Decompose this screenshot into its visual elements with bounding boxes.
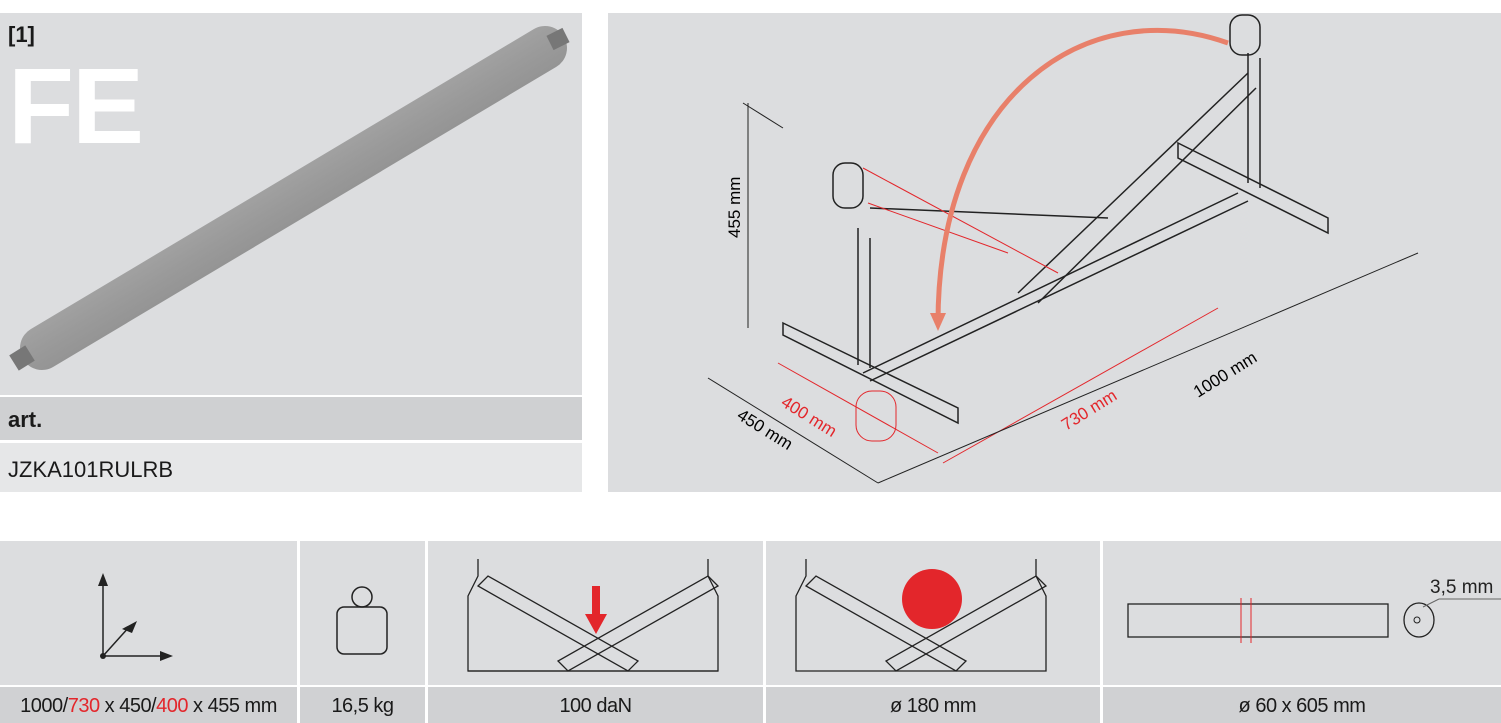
article-label: art. bbox=[0, 397, 582, 440]
roller-value: ø 60 x 605 mm bbox=[1103, 687, 1501, 723]
dimensions-value: 1000/730 x 450/400 x 455 mm bbox=[0, 687, 297, 723]
weight-value: 16,5 kg bbox=[300, 687, 425, 723]
product-image-panel bbox=[0, 13, 582, 395]
dim-height: x 455 mm bbox=[188, 695, 277, 717]
dim-outer-width: x 450/ bbox=[99, 695, 157, 717]
dim-inner-width: 400 bbox=[156, 695, 188, 717]
product-code: FE bbox=[8, 45, 144, 166]
technical-drawing: 455 mm 450 mm 400 mm 730 mm 1000 mm bbox=[608, 13, 1501, 492]
idler-diameter-icon bbox=[795, 559, 1048, 672]
max-roller-icon-cell bbox=[766, 541, 1100, 685]
weight-icon bbox=[336, 586, 388, 655]
roller-image bbox=[9, 26, 570, 371]
dimensions-icon-cell bbox=[0, 541, 297, 685]
roller-icon-cell: 3,5 mm bbox=[1103, 541, 1501, 685]
dim-outer-length: 1000/ bbox=[20, 695, 68, 717]
axes-icon bbox=[98, 573, 173, 661]
load-value: 100 daN bbox=[428, 687, 763, 723]
idler-load-icon bbox=[467, 559, 720, 672]
max-roller-value: ø 180 mm bbox=[766, 687, 1100, 723]
height-dimension: 455 mm bbox=[725, 177, 744, 238]
dim-inner-length: 730 bbox=[67, 695, 100, 717]
reference-number: [1] bbox=[8, 22, 35, 47]
wall-thickness: 3,5 mm bbox=[1430, 577, 1493, 598]
length-outer-dimension: 1000 mm bbox=[1190, 348, 1260, 402]
load-icon-cell bbox=[428, 541, 763, 685]
article-number: JZKA101RULRB bbox=[0, 443, 582, 492]
roller-icon: 3,5 mm bbox=[1127, 577, 1501, 643]
weight-icon-cell bbox=[300, 541, 425, 685]
